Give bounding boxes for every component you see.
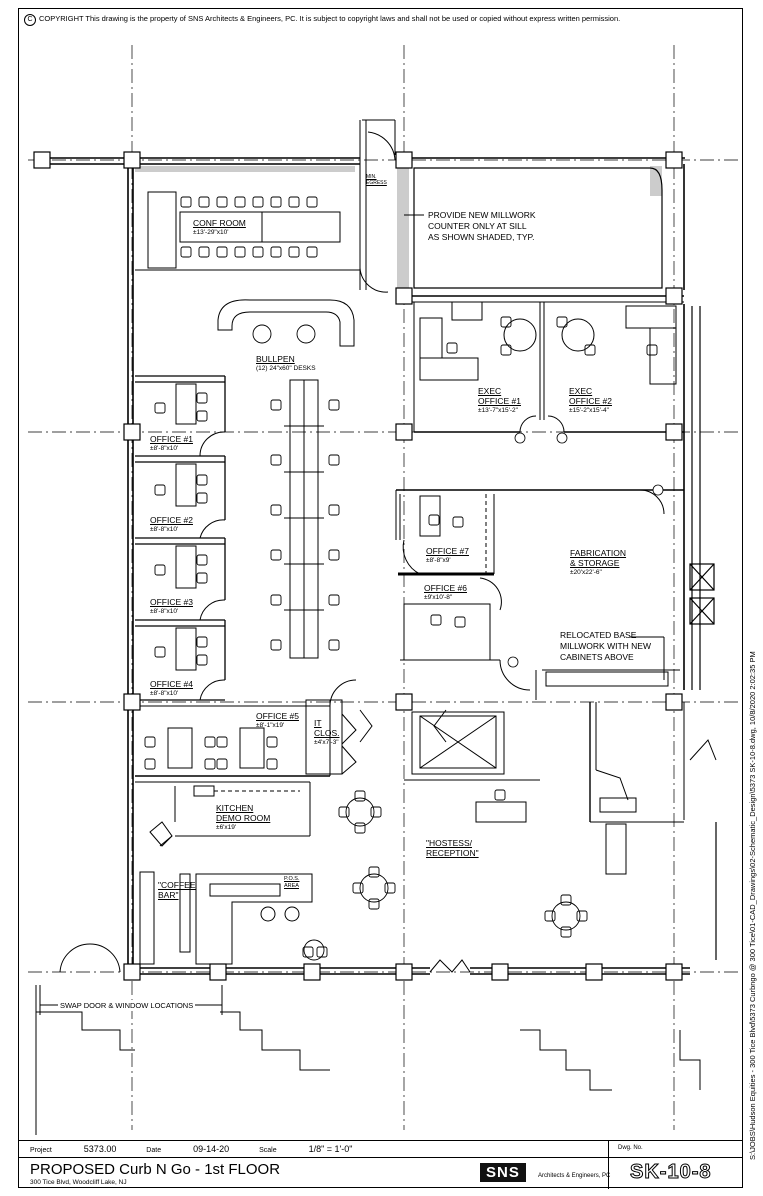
copyright-symbol: C	[24, 14, 36, 26]
firm-name: Architects & Engineers, PC	[538, 1173, 611, 1179]
office-4-label: OFFICE #4±8'-8"x10'	[150, 679, 193, 697]
drawing-title: PROPOSED Curb N Go - 1st FLOOR	[30, 1161, 281, 1178]
office-1-label: OFFICE #1±8'-8"x10'	[150, 434, 193, 452]
drawing-frame	[18, 8, 743, 1188]
conf-room-label: CONF ROOM±13'-29"x10'	[193, 218, 246, 236]
firm-logo: SNS	[480, 1163, 526, 1182]
title-block: Project 5373.00 Date 09-14-20 Scale 1/8" = …	[18, 1140, 743, 1189]
date-label: Date	[146, 1147, 162, 1154]
office-2-label: OFFICE #2±8'-8"x10'	[150, 515, 193, 533]
sheet-number: SK-10-8	[629, 1161, 712, 1184]
scale-label: Scale	[259, 1147, 277, 1154]
fabrication-storage-label: FABRICATION& STORAGE±20'x22'-6"	[570, 548, 627, 576]
swap-door-note: SWAP DOOR & WINDOW LOCATIONS	[58, 1000, 196, 1011]
door-symbols	[507, 432, 664, 668]
copyright-text: COPYRIGHT This drawing is the property o…	[39, 14, 621, 23]
office-7-label: OFFICE #7±8'-8"x9'	[426, 546, 469, 564]
office-5-label: OFFICE #5±8'-1"x19'	[256, 711, 299, 729]
office-6-label: OFFICE #6±9'x10'-8"	[424, 583, 467, 601]
min-egress-label: MIN.EGRESS	[366, 174, 387, 186]
project-address: 300 Tice Blvd, Woodcliff Lake, NJ	[30, 1179, 127, 1186]
file-path-stamp: S:\JOBS\Hudson Equities - 300 Tice Blvd\…	[748, 651, 757, 1160]
date-value: 09-14-20	[193, 1144, 230, 1154]
project-label: Project	[30, 1147, 52, 1154]
dwg-no-label: Dwg. No.	[618, 1145, 643, 1151]
hostess-reception-label: "HOSTESS/RECEPTION"	[426, 838, 479, 858]
office-3-label: OFFICE #3±8'-8"x10'	[150, 597, 193, 615]
scale-value: 1/8" = 1'-0"	[308, 1144, 353, 1154]
bullpen-label: BULLPEN(12) 24"x60" DESKS	[256, 354, 316, 372]
title-block-info-row: Project 5373.00 Date 09-14-20 Scale 1/8" = …	[30, 1144, 380, 1154]
project-number: 5373.00	[83, 1144, 117, 1154]
pos-area-label: P.O.S.AREA	[284, 876, 300, 889]
